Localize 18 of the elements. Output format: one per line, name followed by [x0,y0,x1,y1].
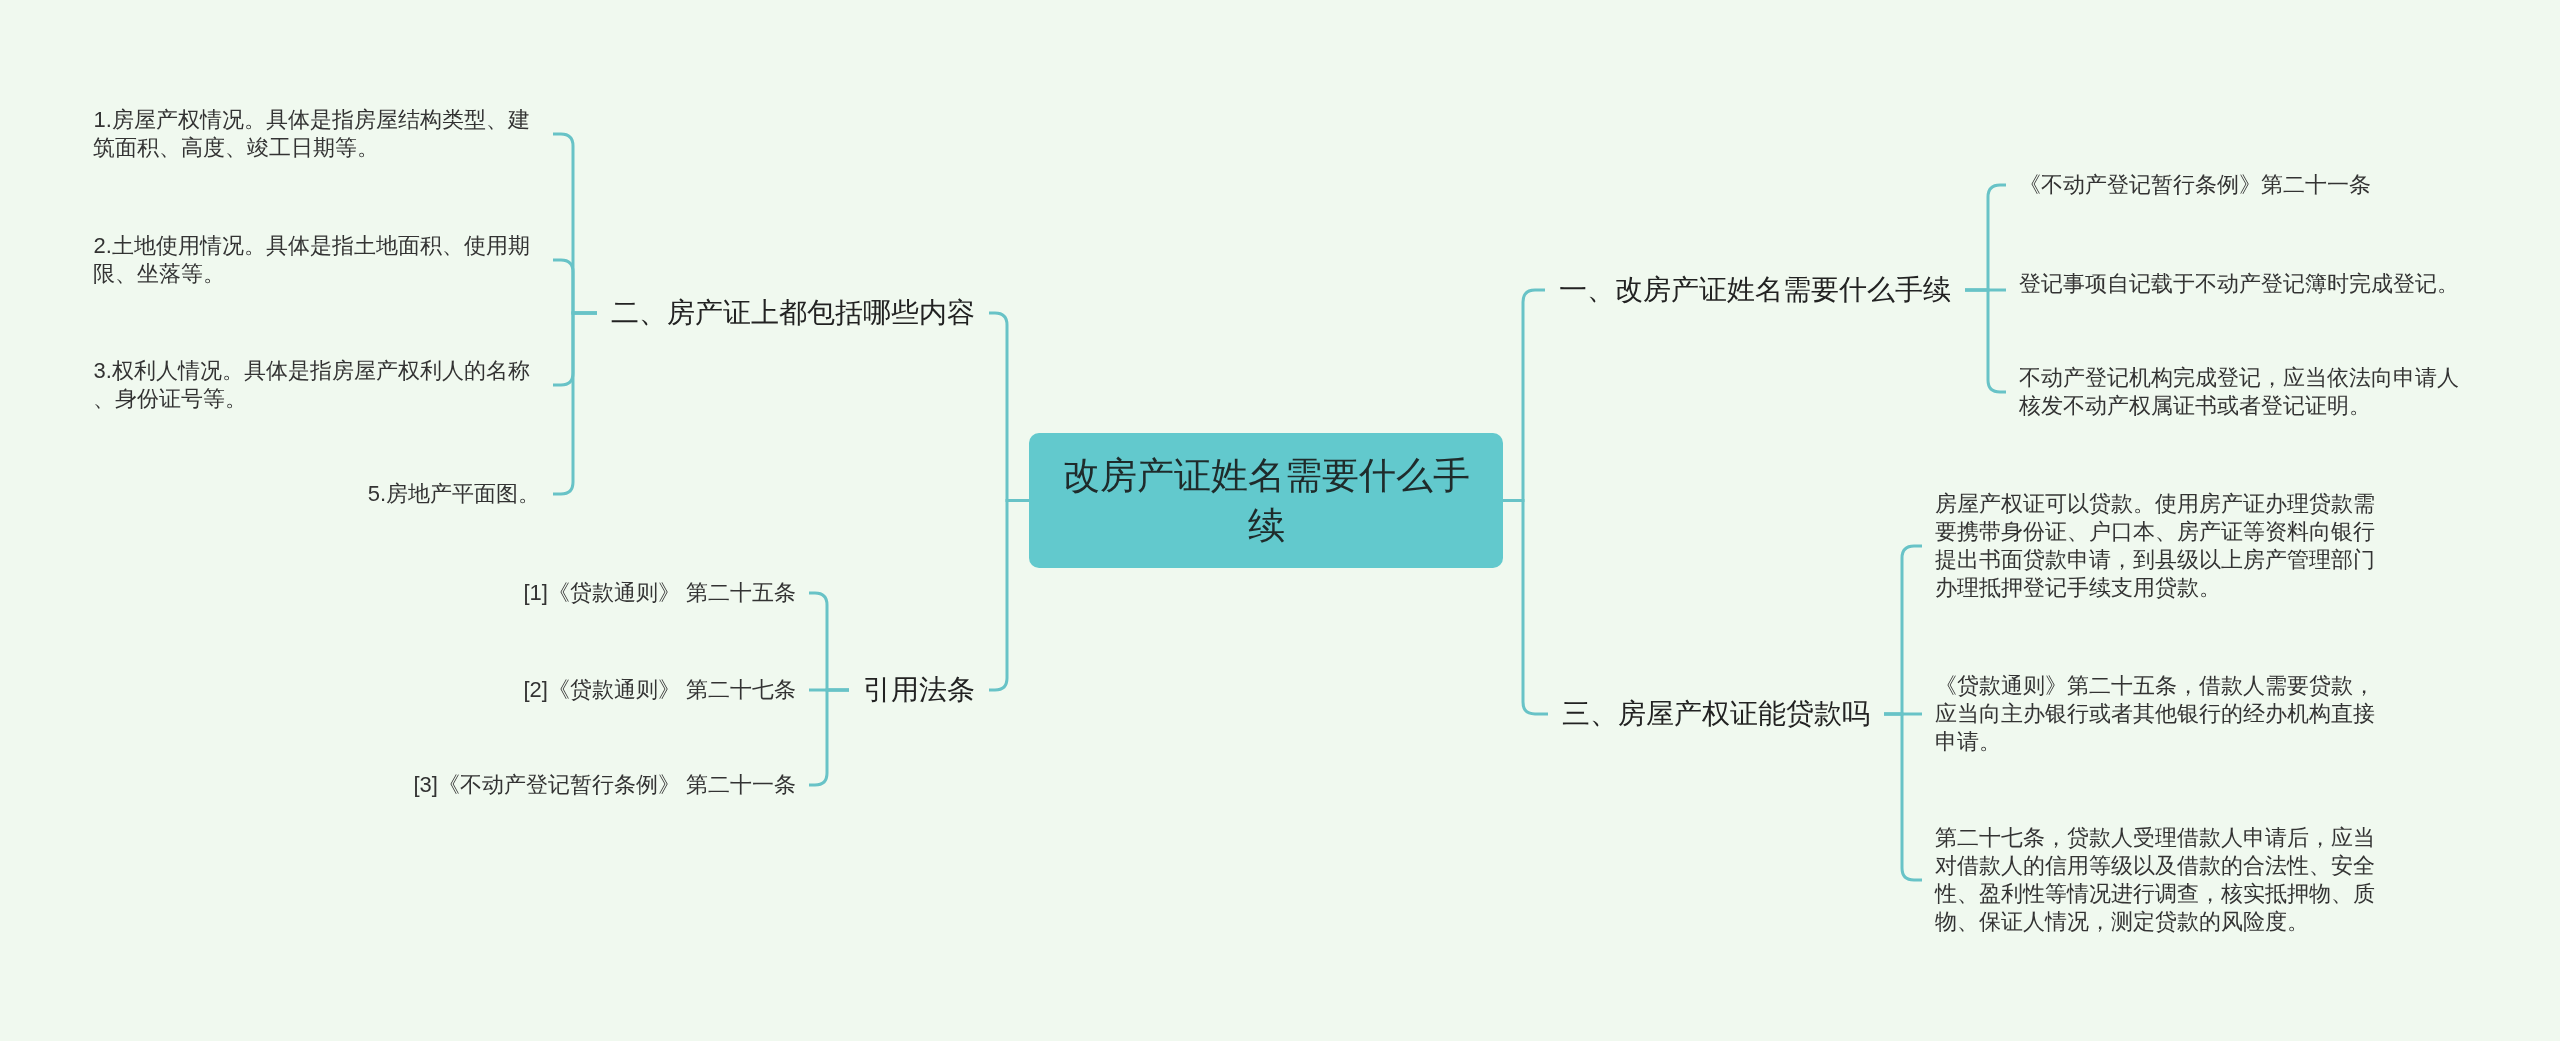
subtopic-text: [3]《不动产登记暂行条例》 第二十一条 [400,769,809,801]
subtopic-text: [2]《贷款通则》 第二十七条 [510,674,809,706]
subtopic-text: 5.房地产平面图。 [354,478,553,510]
subtopic-text: 第二十七条，贷款人受理借款人申请后，应当对借款人的信用等级以及借款的合法性、安全性、盈利性等情况进行调查，核实抵押物、质物、保证人情况，测定贷款的风险度。 [1922,822,2395,938]
subtopic-text: 3.权利人情况。具体是指房屋产权利人的名称、身份证号等。 [80,355,553,415]
subtopic-text: 《贷款通则》第二十五条，借款人需要贷款，应当向主办银行或者其他银行的经办机构直接申请。 [1922,670,2395,758]
subtopic-text: 2.土地使用情况。具体是指土地面积、使用期限、坐落等。 [80,230,553,290]
topic-text: 二、房产证上都包括哪些内容 [597,292,989,334]
subtopic-text: [1]《贷款通则》 第二十五条 [510,577,809,609]
subtopic-text: 登记事项自记载于不动产登记簿时完成登记。 [2006,268,2472,300]
subtopic-text: 1.房屋产权情况。具体是指房屋结构类型、建筑面积、高度、竣工日期等。 [80,104,553,164]
subtopic-text: 《不动产登记暂行条例》第二十一条 [2006,169,2384,201]
subtopic-text: 房屋产权证可以贷款。使用房产证办理贷款需要携带身份证、户口本、房产证等资料向银行提出书面贷款申请，到县级以上房产管理部门办理抵押登记手续支用贷款。 [1922,488,2395,604]
central-topic: 改房产证姓名需要什么手续 [1029,433,1503,568]
topic-text: 一、改房产证姓名需要什么手续 [1545,269,1965,311]
topic-text: 三、房屋产权证能贷款吗 [1548,693,1884,735]
topic-text: 引用法条 [849,669,989,711]
subtopic-text: 不动产登记机构完成登记，应当依法向申请人核发不动产权属证书或者登记证明。 [2006,362,2479,422]
